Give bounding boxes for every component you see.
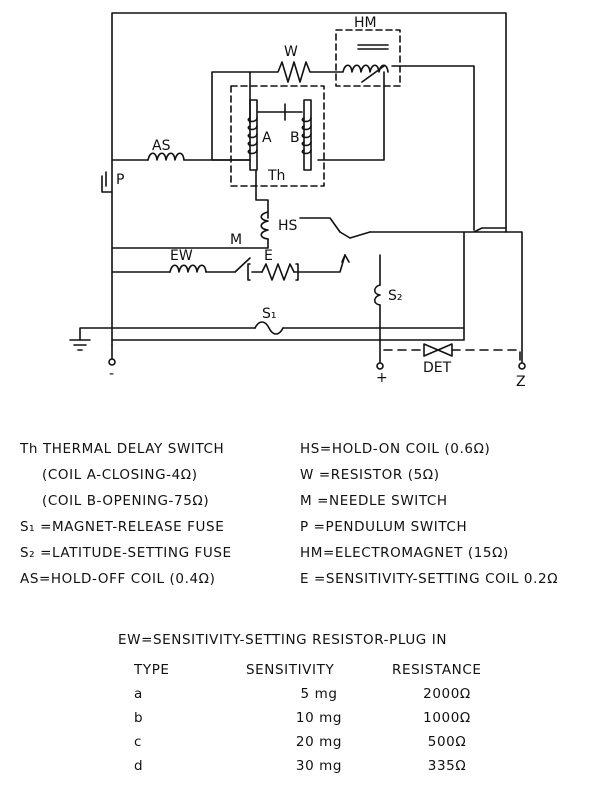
cell-type: c	[134, 734, 143, 750]
arrow-switch	[341, 254, 350, 263]
cell-sensitivity: 30 mg	[295, 758, 343, 774]
column-header-sensitivity: SENSITIVITY	[246, 662, 335, 678]
label-a: A	[262, 130, 272, 146]
label-det: DET	[423, 360, 452, 376]
legend-right: HS=HOLD-ON COIL (0.6Ω) W =RESISTOR (5Ω) …	[300, 436, 558, 592]
label-as: AS	[152, 138, 171, 154]
legend-item: P =PENDULUM SWITCH	[300, 519, 468, 535]
legend-item: W =RESISTOR (5Ω)	[300, 467, 440, 483]
wire-s1-left	[79, 327, 256, 341]
switch-contacts	[339, 231, 371, 239]
coil-b-winding	[301, 117, 312, 155]
cell-sensitivity: 10 mg	[295, 710, 343, 726]
legend-item: (COIL A-CLOSING-4Ω)	[42, 467, 198, 483]
legend-left: Th THERMAL DELAY SWITCH (COIL A-CLOSING-…	[20, 436, 232, 592]
legend-item: HS=HOLD-ON COIL (0.6Ω)	[300, 441, 491, 457]
hm-contact	[361, 65, 385, 83]
resistor-e	[261, 263, 295, 281]
coil-ew	[169, 264, 207, 273]
column-header-type: TYPE	[134, 662, 170, 678]
needle-switch-m	[234, 257, 251, 273]
wire-e-right	[293, 254, 346, 273]
table-row: c 20 mg 500Ω	[128, 730, 502, 754]
label-th: Th	[267, 168, 285, 184]
electromagnet-hm-box	[335, 29, 401, 87]
cell-type: b	[134, 710, 144, 726]
cell-resistance: 2000Ω	[423, 686, 471, 702]
fuse-s1	[254, 321, 284, 335]
wire-hm-right	[391, 65, 475, 231]
legend-item: S₂ =LATITUDE-SETTING FUSE	[20, 545, 232, 561]
wire-th-bottom	[255, 169, 269, 219]
label-s1: S₁	[262, 306, 277, 322]
wire-right-upper	[299, 217, 341, 233]
label-plus: +	[376, 370, 388, 386]
ew-table: TYPE SENSITIVITY RESISTANCE a 5 mg 2000Ω…	[128, 658, 502, 778]
label-minus: -	[109, 366, 114, 382]
ew-table-title: EW=SENSITIVITY-SETTING RESISTOR-PLUG IN	[118, 632, 448, 648]
label-e: E	[264, 248, 273, 264]
legend-item: E =SENSITIVITY-SETTING COIL 0.2Ω	[300, 571, 559, 587]
legend-item: S₁ =MAGNET-RELEASE FUSE	[20, 519, 225, 535]
column-header-resistance: RESISTANCE	[392, 662, 482, 678]
label-p: P	[116, 172, 124, 188]
legend-item: AS=HOLD-OFF COIL (0.4Ω)	[20, 571, 216, 587]
hold-on-coil-hs	[260, 211, 269, 240]
label-s2: S₂	[388, 288, 403, 304]
pendulum-switch-p	[101, 171, 113, 193]
fuse-s2	[373, 284, 381, 306]
cell-sensitivity: 20 mg	[295, 734, 343, 750]
hm-core	[357, 44, 389, 50]
hold-off-coil-as	[147, 152, 185, 161]
label-z: Z	[516, 374, 526, 390]
wire-z	[505, 231, 523, 363]
circuit-diagram: HM W AS A B Th P HS M EW E S₂ S₁ - + DET…	[69, 12, 526, 390]
terminal-plus	[376, 362, 384, 370]
resistor-w	[249, 61, 343, 83]
wire-top-loop	[111, 12, 507, 346]
wire-hs-down	[111, 238, 269, 249]
thermal-switch-box	[230, 85, 325, 187]
cell-resistance: 335Ω	[427, 758, 467, 774]
detector-det	[423, 343, 453, 357]
table-header-row: TYPE SENSITIVITY RESISTANCE	[128, 658, 502, 682]
table-row: a 5 mg 2000Ω	[128, 682, 502, 706]
coil-a-winding	[247, 117, 258, 155]
wire-right-mid	[111, 227, 507, 341]
label-hm: HM	[354, 15, 377, 31]
legend-item: M =NEEDLE SWITCH	[300, 493, 448, 509]
legend-item: (COIL B-OPENING-75Ω)	[42, 493, 210, 509]
label-ew: EW	[170, 248, 193, 264]
legend-item: HM=ELECTROMAGNET (15Ω)	[300, 545, 509, 561]
cell-resistance: 500Ω	[427, 734, 467, 750]
table-row: d 30 mg 335Ω	[128, 754, 502, 778]
cell-resistance: 1000Ω	[423, 710, 471, 726]
legend-item: Th THERMAL DELAY SWITCH	[20, 441, 225, 457]
wire-hm-b	[317, 71, 385, 161]
terminal-minus	[108, 358, 116, 366]
cell-type: a	[134, 686, 143, 702]
cell-sensitivity: 5 mg	[300, 686, 338, 702]
ground-symbol	[69, 339, 91, 351]
label-w: W	[284, 44, 298, 60]
label-m: M	[230, 232, 242, 248]
cell-type: d	[134, 758, 144, 774]
terminal-z	[518, 362, 526, 370]
label-b: B	[290, 130, 300, 146]
table-row: b 10 mg 1000Ω	[128, 706, 502, 730]
wire-det	[383, 349, 521, 363]
label-hs: HS	[278, 218, 298, 234]
